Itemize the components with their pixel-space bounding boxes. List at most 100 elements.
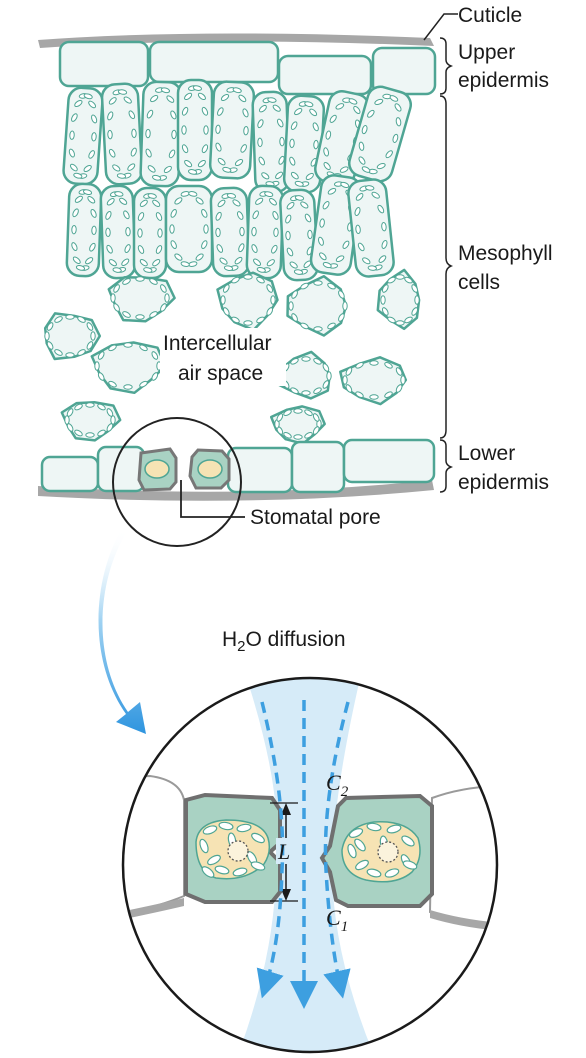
chloroplast (85, 257, 94, 265)
chloroplast (234, 256, 243, 265)
lower-epidermis-label-line2: epidermis (458, 471, 549, 494)
chloroplast (166, 95, 175, 103)
chloroplast (168, 149, 176, 159)
chloroplast (94, 361, 100, 371)
chloroplast (238, 243, 245, 253)
chloroplast (220, 93, 230, 102)
chloroplast (135, 276, 145, 282)
chloroplast (203, 224, 209, 234)
chloroplast (46, 322, 54, 331)
chloroplast (163, 165, 172, 174)
chloroplast (394, 103, 402, 112)
chloroplast (325, 130, 332, 140)
chloroplast (300, 201, 309, 209)
chloroplast (108, 259, 117, 267)
chloroplast (327, 187, 337, 195)
chloroplast (82, 189, 93, 195)
pore-length-label: L (277, 839, 290, 864)
chloroplast (243, 320, 253, 326)
chloroplast (170, 209, 177, 218)
spongy-chloroplasts (380, 274, 420, 326)
neighbor-cell-left (123, 774, 185, 920)
upper-epidermis-cell (58, 40, 150, 88)
chloroplast (253, 258, 262, 266)
chloroplast (174, 197, 183, 205)
chloroplast (239, 226, 245, 237)
chloroplast (170, 240, 177, 249)
chloroplast (293, 408, 303, 414)
chloroplast (71, 242, 78, 252)
chloroplast (257, 119, 264, 129)
chloroplast (72, 208, 79, 218)
chloroplast (358, 156, 366, 165)
guard-cell-nucleus (144, 459, 170, 479)
chloroplast (88, 100, 97, 109)
chloroplast (355, 361, 364, 369)
chloroplast (289, 261, 298, 269)
chloroplast (72, 256, 81, 264)
chloroplast (150, 94, 159, 103)
chloroplast (345, 367, 353, 376)
chloroplast (339, 166, 349, 173)
chloroplast (342, 375, 348, 385)
chloroplast (283, 409, 292, 417)
chloroplast (381, 284, 389, 293)
intercellular-label-line1: Intercellular (163, 332, 272, 355)
cuticle-leader (423, 13, 458, 41)
chloroplast (169, 224, 175, 234)
chloroplast (66, 408, 74, 417)
chloroplast (139, 344, 148, 352)
chloroplast (266, 284, 274, 293)
chloroplast (123, 342, 133, 348)
chloroplast (155, 212, 163, 221)
chloroplast (215, 211, 222, 221)
chloroplast (143, 267, 153, 273)
chloroplast (258, 156, 266, 166)
chloroplast (357, 242, 365, 252)
chloroplast (135, 314, 145, 320)
chloroplast (160, 284, 167, 293)
chloroplast (74, 403, 83, 411)
chloroplast (231, 316, 240, 324)
chloroplast (264, 191, 274, 197)
chloroplast (223, 265, 234, 271)
h2o-diffusion-label: H2O diffusion (222, 628, 346, 655)
chloroplast (85, 402, 95, 408)
guard-cell-nucleus (197, 459, 223, 479)
mesophyll-label-line1: Mesophyll (458, 242, 553, 265)
chloroplast (384, 868, 400, 878)
nucleolus-right (377, 841, 399, 863)
neighbor-cell-right (428, 784, 497, 928)
chloroplast (255, 197, 264, 205)
chloroplast (345, 384, 353, 393)
chloroplast (130, 147, 137, 157)
chloroplast (348, 98, 358, 105)
chloroplast (340, 181, 350, 188)
chloroplast (125, 226, 131, 237)
chloroplast (294, 108, 303, 116)
lower-epidermis-brace (439, 439, 454, 493)
chloroplast (77, 349, 86, 356)
spongy-chloroplasts (44, 314, 96, 358)
chloroplast (362, 257, 371, 265)
palisade-chloroplasts (358, 93, 402, 175)
chloroplast (387, 276, 396, 284)
chloroplast (54, 316, 63, 323)
chloroplast (300, 282, 309, 290)
chloroplast (65, 314, 75, 320)
upper-epidermis-cell (277, 54, 373, 96)
chloroplast (152, 199, 161, 207)
chloroplast (226, 193, 237, 199)
palisade-chloroplasts (251, 191, 279, 273)
chloroplast (404, 316, 413, 324)
chloroplast (272, 211, 279, 220)
chloroplast (105, 210, 112, 220)
pore-length-label-bg (276, 838, 294, 864)
chloroplast (222, 307, 230, 316)
chloroplast (180, 261, 190, 267)
chloroplast (381, 239, 388, 249)
chloroplast (123, 384, 133, 390)
chloroplast (105, 227, 111, 238)
chloroplast (285, 230, 291, 241)
